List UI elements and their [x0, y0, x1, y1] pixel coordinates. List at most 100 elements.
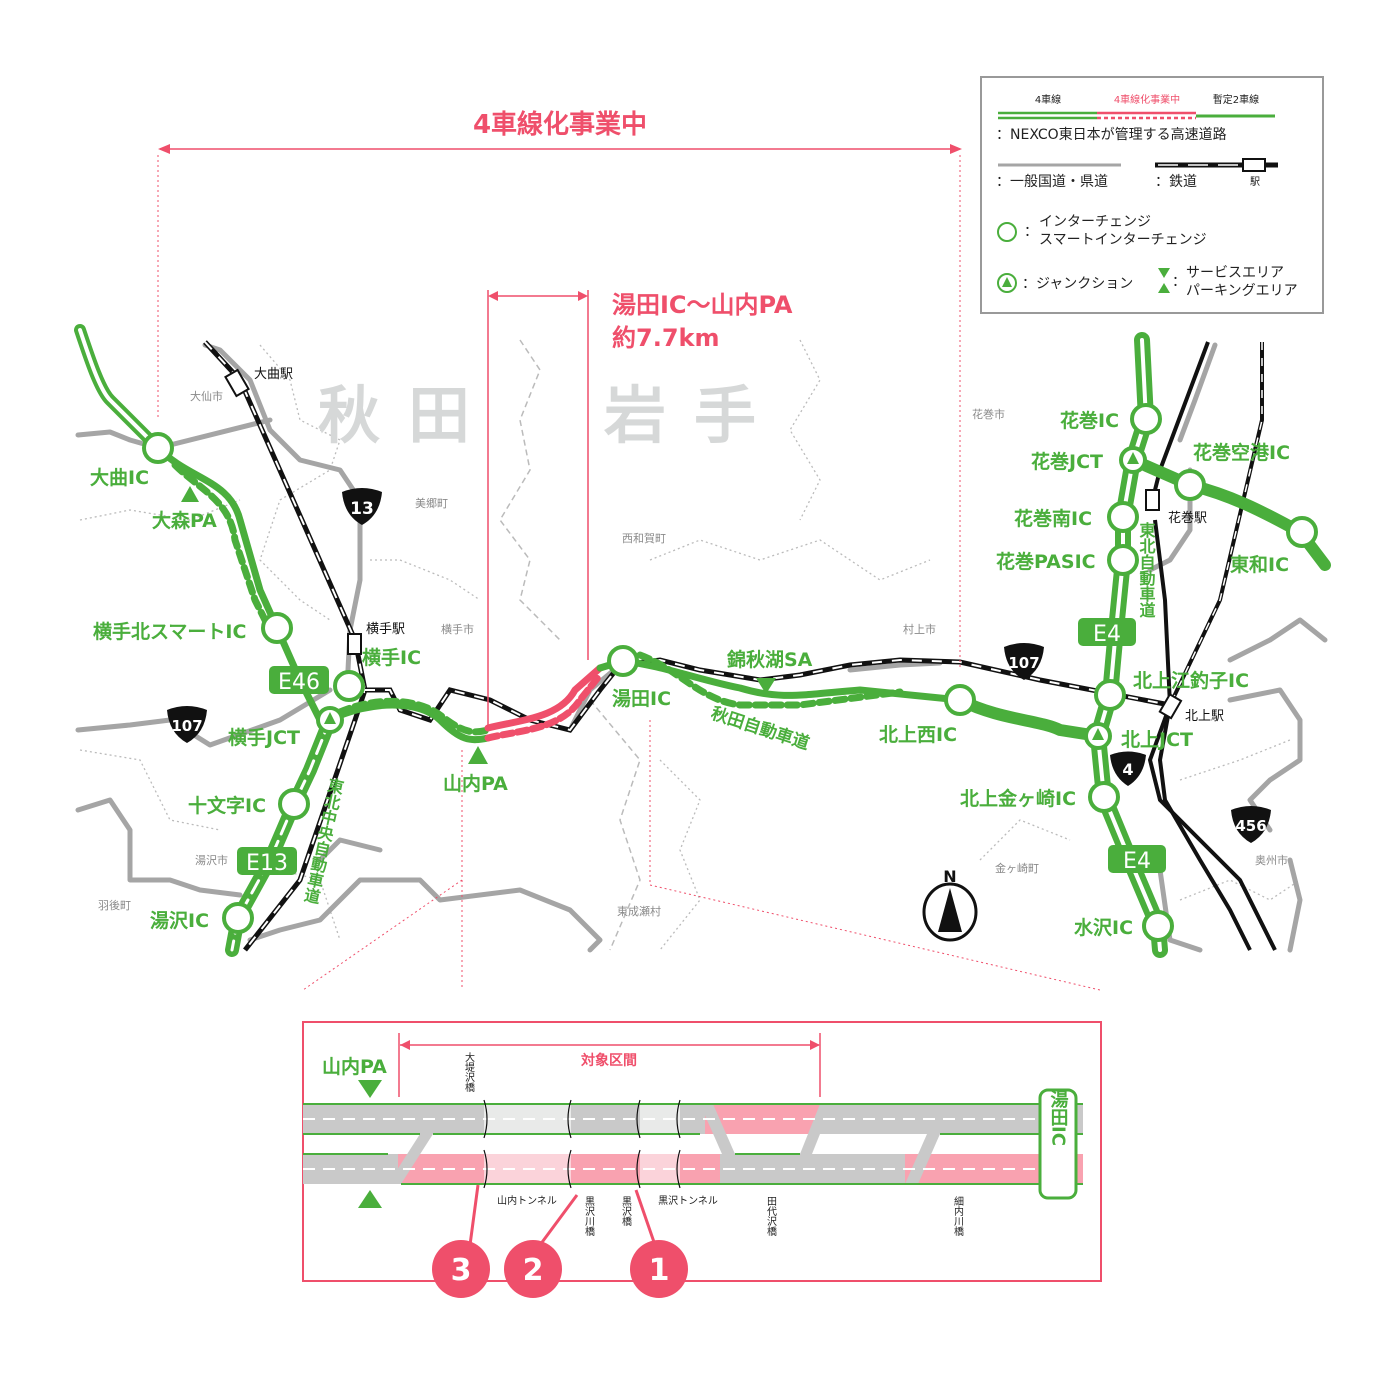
- route-name-akita: 秋田自動車道: [708, 703, 811, 754]
- svg-text:：: ：: [1024, 224, 1038, 240]
- svg-text:4車線: 4車線: [1035, 93, 1061, 106]
- ic-kitakami-nishi: [944, 684, 976, 716]
- svg-text:駅: 駅: [1250, 176, 1260, 188]
- pref-akita: 秋田: [318, 379, 498, 452]
- pa-omori-icon: [181, 486, 199, 502]
- svg-text:花巻IC: 花巻IC: [1060, 409, 1119, 432]
- station-markers: [224, 368, 1183, 720]
- svg-text:スマートインターチェンジ: スマートインターチェンジ: [1039, 232, 1207, 248]
- project-extent: 4車線化事業中 湯田IC〜山内PA 約7.7km: [157, 109, 1101, 991]
- svg-text:E13: E13: [246, 851, 288, 876]
- svg-text:：ジャンクション: ：ジャンクション: [1022, 276, 1133, 292]
- ic-hanamaki-minami: [1107, 501, 1139, 533]
- ic-kitakami-kanegasaki: [1088, 781, 1120, 813]
- svg-text:3: 3: [451, 1253, 472, 1288]
- diagram-ic-label: 湯田IC: [1048, 1090, 1069, 1146]
- legend-sa-pa-icon: [1158, 268, 1170, 293]
- section-length: 約7.7km: [612, 324, 719, 352]
- svg-text:横手JCT: 横手JCT: [228, 726, 300, 749]
- svg-text:4車線化事業中: 4車線化事業中: [1114, 93, 1180, 106]
- target-section-label: 対象区間: [580, 1052, 637, 1069]
- svg-text:美郷町: 美郷町: [415, 496, 448, 510]
- ic-hanamaki: [1130, 403, 1162, 435]
- ic-hanamaki-airport: [1174, 469, 1206, 501]
- svg-text:湯田IC: 湯田IC: [612, 688, 671, 710]
- ic-kitakami-ezuriko: [1094, 679, 1126, 711]
- svg-text:十文字IC: 十文字IC: [188, 794, 266, 817]
- svg-text:横手駅: 横手駅: [366, 622, 405, 637]
- svg-text:13: 13: [350, 499, 374, 519]
- interchange-labels: 大曲IC 大森PA 横手北スマートIC 横手IC 横手JCT 十文字IC 湯沢I…: [90, 409, 1290, 939]
- svg-text:東成瀬村: 東成瀬村: [617, 904, 661, 918]
- svg-text:横手北スマートIC: 横手北スマートIC: [93, 620, 246, 643]
- svg-text:107: 107: [171, 717, 202, 735]
- svg-text:金ヶ崎町: 金ヶ崎町: [995, 861, 1039, 875]
- svg-text:羽後町: 羽後町: [98, 898, 131, 912]
- national-road-shields: 13 107 107 4 456: [167, 488, 1271, 843]
- svg-text:湯沢IC: 湯沢IC: [150, 909, 209, 932]
- ic-yuda: [607, 645, 639, 677]
- ic-yokote-kita: [261, 612, 293, 644]
- svg-text:：NEXCO東日本が管理する高速道路: ：NEXCO東日本が管理する高速道路: [996, 126, 1227, 143]
- pa-sannai-icon: [468, 746, 488, 764]
- svg-text:黒沢川橋: 黒沢川橋: [583, 1196, 595, 1237]
- interchange-markers[interactable]: [142, 403, 1318, 942]
- station-labels: 大曲駅 横手駅 花巻駅 北上駅: [254, 367, 1224, 724]
- svg-text:北上江釣子IC: 北上江釣子IC: [1133, 669, 1249, 692]
- svg-text:暫定2車線: 暫定2車線: [1213, 93, 1259, 106]
- municipal-boundaries: [79, 339, 1301, 951]
- pref-iwate: 岩手: [604, 379, 784, 452]
- lane-diagram: 対象区間 山内PA 湯田IC 大堤沢橋 黒沢川橋 黒沢橋 田代沢橋 細内川: [302, 1021, 1102, 1298]
- svg-text:大堤沢橋: 大堤沢橋: [463, 1051, 475, 1093]
- diagram-pa-label: 山内PA: [322, 1055, 387, 1078]
- svg-text:E46: E46: [278, 670, 320, 695]
- svg-text:：: ：: [1172, 274, 1186, 290]
- marker-2: [504, 1240, 562, 1298]
- svg-text:N: N: [943, 867, 956, 886]
- svg-text:細内川橋: 細内川橋: [952, 1195, 964, 1237]
- svg-text:大森PA: 大森PA: [152, 509, 217, 532]
- svg-text:インターチェンジ: インターチェンジ: [1039, 214, 1151, 230]
- project-title: 4車線化事業中: [473, 109, 647, 140]
- ic-hanamaki-pa: [1107, 544, 1139, 576]
- ic-yokote: [333, 670, 365, 702]
- svg-text:456: 456: [1235, 817, 1266, 835]
- ic-jumonji: [278, 788, 310, 820]
- svg-text:2: 2: [523, 1253, 544, 1288]
- svg-text:北上駅: 北上駅: [1185, 709, 1224, 724]
- svg-text:水沢IC: 水沢IC: [1074, 916, 1133, 939]
- svg-text:村上市: 村上市: [903, 622, 936, 636]
- svg-text:大曲駅: 大曲駅: [254, 367, 293, 382]
- jct-pa-triangles: [181, 452, 1139, 764]
- svg-text:E4: E4: [1123, 849, 1151, 874]
- svg-text:花巻JCT: 花巻JCT: [1031, 450, 1103, 473]
- svg-text:西和賀町: 西和賀町: [622, 532, 666, 545]
- ic-yuzawa: [222, 902, 254, 934]
- svg-text:黒沢トンネル: 黒沢トンネル: [658, 1194, 718, 1207]
- svg-text:107: 107: [1008, 654, 1039, 672]
- ic-mizusawa: [1142, 910, 1174, 942]
- svg-text:花巻駅: 花巻駅: [1168, 510, 1207, 526]
- svg-text:黒沢橋: 黒沢橋: [620, 1196, 632, 1227]
- sa-kinshuko-icon: [756, 678, 776, 694]
- route-signs: E46 E13 E4 E4: [237, 618, 1166, 876]
- ic-towa: [1286, 516, 1318, 548]
- svg-text:：鉄道: ：鉄道: [1155, 174, 1197, 190]
- svg-text:横手IC: 横手IC: [362, 646, 421, 669]
- svg-text:横手市: 横手市: [441, 622, 474, 636]
- section-name: 湯田IC〜山内PA: [612, 291, 793, 319]
- legend-ic-icon: [997, 222, 1017, 242]
- svg-text:田代沢橋: 田代沢橋: [765, 1196, 777, 1237]
- svg-text:北上西IC: 北上西IC: [879, 724, 957, 746]
- svg-text:北上JCT: 北上JCT: [1121, 729, 1193, 751]
- marker-1: [630, 1240, 688, 1298]
- svg-text:大曲IC: 大曲IC: [90, 466, 149, 489]
- svg-text:東和IC: 東和IC: [1230, 553, 1289, 576]
- marker-3: [432, 1240, 490, 1298]
- svg-text:北上金ヶ崎IC: 北上金ヶ崎IC: [960, 787, 1076, 810]
- svg-text:花巻PASIC: 花巻PASIC: [996, 550, 1096, 573]
- route-name-tohoku: 東北自動車道: [1137, 521, 1156, 618]
- svg-text:：一般国道・県道: ：一般国道・県道: [996, 174, 1108, 190]
- city-labels: 大仙市 美郷町 横手市 西和賀町 花巻市 村上市 湯沢市 羽後町 東成瀬村 金ヶ…: [98, 389, 1288, 918]
